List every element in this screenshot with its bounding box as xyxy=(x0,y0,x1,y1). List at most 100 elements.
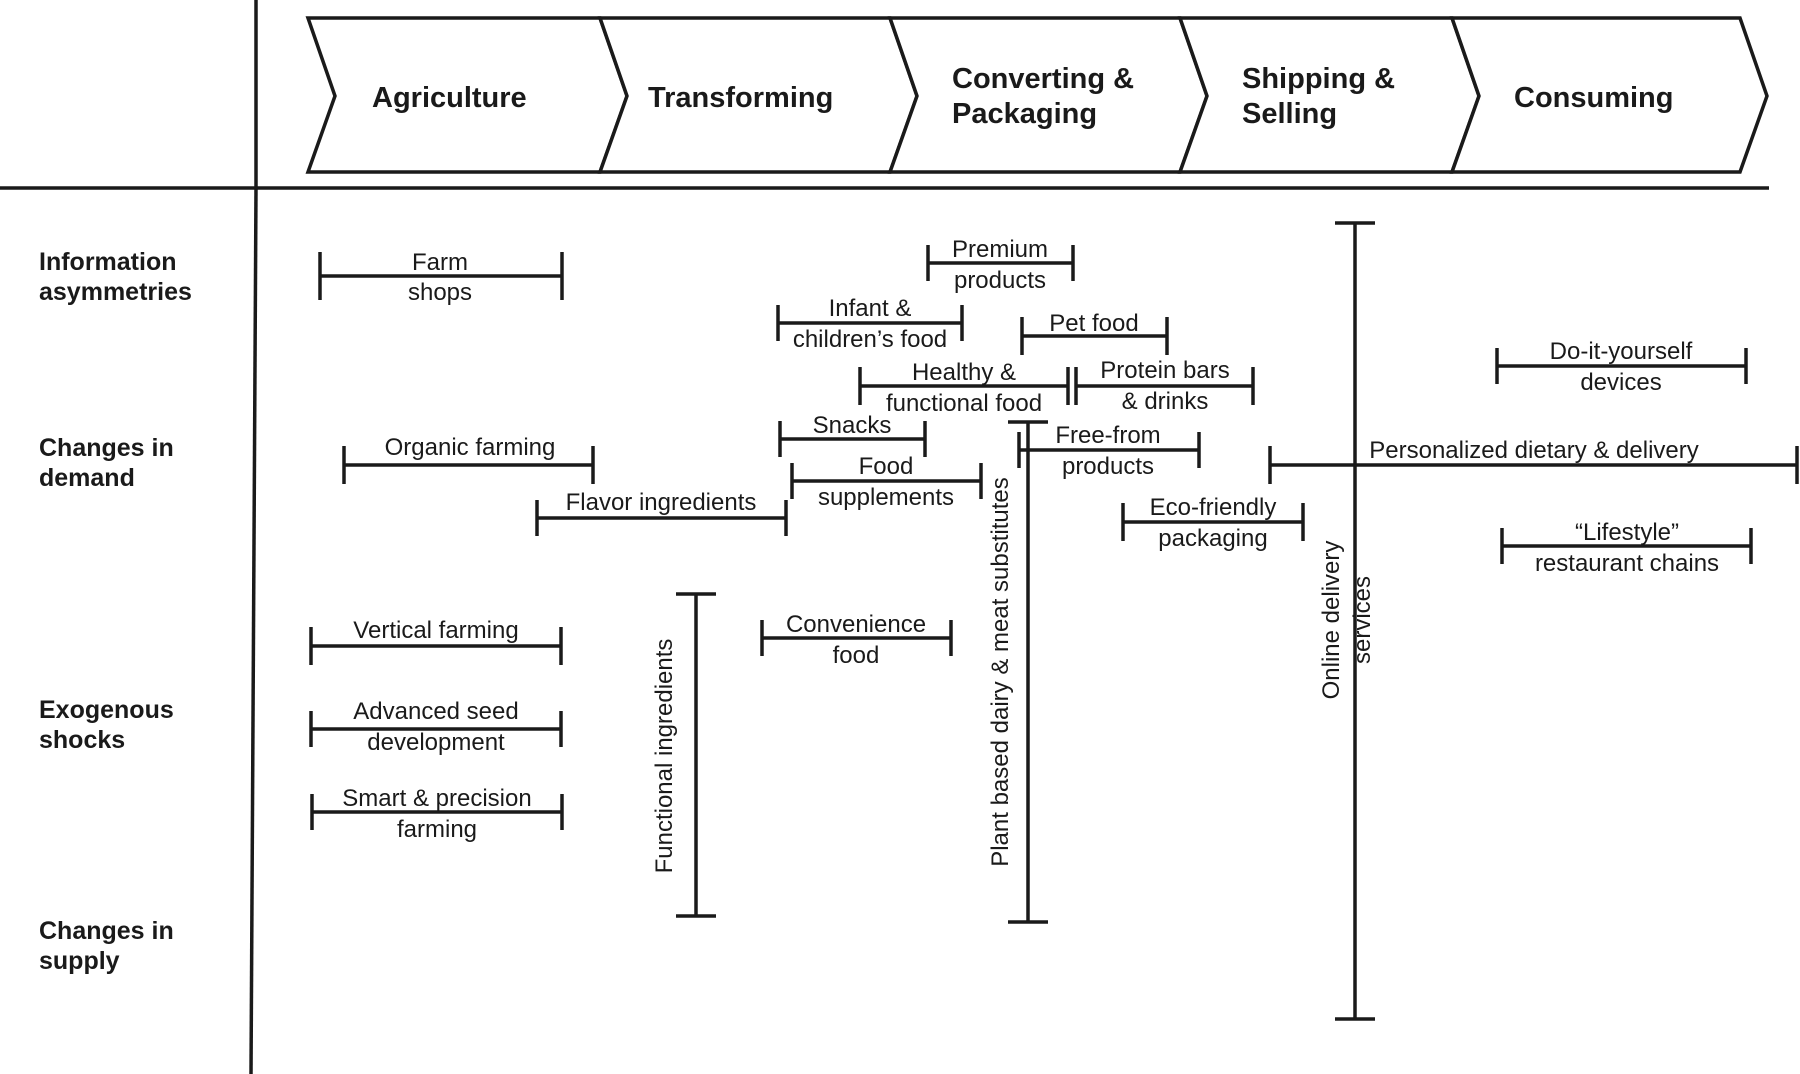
range-item-food-supplements: Food supplements xyxy=(790,453,983,511)
range-label-line: Vertical farming xyxy=(353,617,518,644)
range-label-line: Food xyxy=(859,453,914,480)
range-label: Convenience food xyxy=(786,611,926,669)
range-item-snacks: Snacks xyxy=(778,412,927,457)
range-item-farm-shops: Farm shops xyxy=(318,249,564,306)
range-item-do-it-yourself-devices: Do-it-yourself devices xyxy=(1495,338,1748,396)
range-item-convenience-food: Convenience food xyxy=(760,611,953,669)
range-label: Pet food xyxy=(1049,310,1138,337)
stage-chevrons: Agriculture Transforming Converting &Packa… xyxy=(305,16,1769,174)
stage-label-converting-packaging: Converting &Packaging xyxy=(952,63,1134,130)
row-label-information-asymmetries-line: asymmetries xyxy=(39,278,192,306)
range-label-line: Premium xyxy=(952,236,1048,263)
stage-label-consuming-line: Consuming xyxy=(1514,82,1674,114)
range-label-line: Advanced seed xyxy=(353,698,518,725)
range-label-line: Snacks xyxy=(813,412,892,439)
range-label: Food supplements xyxy=(818,453,954,511)
range-label: Snacks xyxy=(813,412,892,439)
range-label: “Lifestyle”restaurant chains xyxy=(1535,519,1719,577)
range-label: Healthy &functional food xyxy=(886,359,1042,417)
range-label-line: products xyxy=(954,267,1046,294)
range-label-line: & drinks xyxy=(1122,388,1209,415)
range-label-line: supplements xyxy=(818,484,954,511)
range-label: Plant based dairy & meat substitutes xyxy=(987,477,1014,867)
range-item-personalized-dietary-delivery: Personalized dietary & delivery xyxy=(1268,437,1799,484)
range-item-healthy-functional-food: Healthy &functional food xyxy=(858,359,1070,417)
range-label-line: restaurant chains xyxy=(1535,550,1719,577)
range-label: Flavor ingredients xyxy=(566,489,757,516)
range-label-line: Protein bars xyxy=(1100,357,1229,384)
range-item-plant-based-dairy-meat-substitutes: Plant based dairy & meat substitutes xyxy=(987,420,1048,924)
range-label-line: development xyxy=(367,729,505,756)
range-label-line: packaging xyxy=(1158,525,1267,552)
range-label: Functional ingredients xyxy=(651,639,678,874)
range-item-smart-precision-farming: Smart & precision farming xyxy=(310,785,564,843)
range-item-vertical-farming: Vertical farming xyxy=(309,617,563,665)
range-label-line: shops xyxy=(408,279,472,306)
range-label-line: products xyxy=(1062,453,1154,480)
range-label-line: Free-from xyxy=(1055,422,1160,449)
range-label-line: Smart & precision xyxy=(342,785,531,812)
range-label-line: Online delivery xyxy=(1318,541,1345,700)
range-label-line: devices xyxy=(1580,369,1661,396)
row-label-changes-in-demand-line: Changes in xyxy=(39,434,174,462)
range-label: Protein bars & drinks xyxy=(1100,357,1229,415)
range-label: Personalized dietary & delivery xyxy=(1369,437,1699,464)
row-label-information-asymmetries-line: Information xyxy=(39,248,177,276)
stage-label-agriculture: Agriculture xyxy=(372,82,527,114)
range-label-line: children’s food xyxy=(793,326,947,353)
row-label-changes-in-demand-line: demand xyxy=(39,464,135,492)
range-item-eco-friendly-packaging: Eco-friendly packaging xyxy=(1121,494,1305,552)
stage-label-converting-packaging-line: Packaging xyxy=(952,98,1097,130)
range-label-line: services xyxy=(1349,576,1376,664)
range-label: Free-from products xyxy=(1055,422,1160,480)
range-label-line: Personalized dietary & delivery xyxy=(1369,437,1699,464)
range-label-line: Functional ingredients xyxy=(651,639,678,874)
range-label-line: Healthy & xyxy=(912,359,1016,386)
range-label-line: Eco-friendly xyxy=(1150,494,1277,521)
range-item-organic-farming: Organic farming xyxy=(342,434,595,484)
range-label-line: Convenience xyxy=(786,611,926,638)
range-label-line: food xyxy=(833,642,880,669)
stage-label-shipping-selling-line: Selling xyxy=(1242,98,1337,130)
stage-chevron-converting-packaging xyxy=(887,16,1209,174)
range-item-functional-ingredients: Functional ingredients xyxy=(651,592,716,918)
range-label: Farm shops xyxy=(408,249,472,306)
stage-label-agriculture-line: Agriculture xyxy=(372,82,527,114)
stage-label-shipping-selling: Shipping &Selling xyxy=(1242,63,1395,130)
range-label-line: Farm xyxy=(412,249,468,276)
range-item-lifestyle-restaurant-chains: “Lifestyle”restaurant chains xyxy=(1500,519,1753,577)
range-label-line: Infant & xyxy=(829,295,912,322)
range-label-line: Plant based dairy & meat substitutes xyxy=(987,477,1014,867)
range-label: Smart & precision farming xyxy=(342,785,531,843)
range-item-infant-childrens-food: Infant & children’s food xyxy=(776,295,964,353)
range-label: Do-it-yourself devices xyxy=(1550,338,1693,396)
range-label: Advanced seed development xyxy=(353,698,518,756)
row-label-exogenous-shocks-line: shocks xyxy=(39,726,125,754)
range-item-pet-food: Pet food xyxy=(1020,310,1169,355)
range-label: Premium products xyxy=(952,236,1048,294)
stage-label-consuming: Consuming xyxy=(1514,82,1674,114)
row-label-changes-in-supply-line: Changes in xyxy=(39,917,174,945)
stage-label-converting-packaging-line: Converting & xyxy=(952,63,1134,95)
range-label-line: farming xyxy=(397,816,477,843)
range-label-line: Pet food xyxy=(1049,310,1138,337)
range-label: Vertical farming xyxy=(353,617,518,644)
range-item-advanced-seed-development: Advanced seed development xyxy=(309,698,563,756)
stage-label-transforming: Transforming xyxy=(648,82,833,114)
stage-chevron-shipping-selling xyxy=(1177,16,1481,174)
range-label-line: Do-it-yourself xyxy=(1550,338,1693,365)
range-item-flavor-ingredients: Flavor ingredients xyxy=(535,489,788,536)
stage-label-shipping-selling-line: Shipping & xyxy=(1242,63,1395,95)
range-label: Eco-friendly packaging xyxy=(1150,494,1277,552)
stage-label-transforming-line: Transforming xyxy=(648,82,833,114)
frame-vertical-bottom xyxy=(249,187,258,1074)
